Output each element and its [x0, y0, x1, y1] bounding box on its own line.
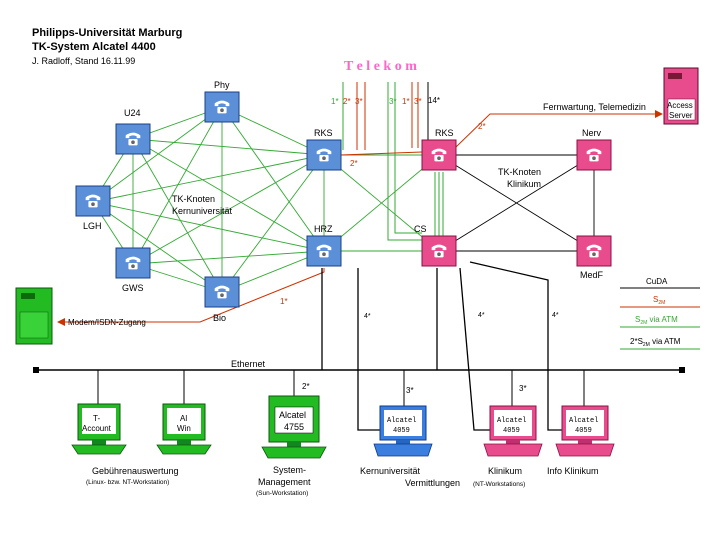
trunk-label: 2*: [343, 97, 351, 106]
node-rks-kern[interactable]: [306, 139, 342, 171]
node-lgh[interactable]: [75, 185, 111, 217]
server-label: Access: [667, 101, 693, 110]
ws-label: Win: [177, 424, 191, 433]
trunk-label: 1*: [331, 97, 339, 106]
cuda-links: [321, 261, 566, 431]
region-label: TK-Knoten: [498, 167, 541, 177]
legend-label: S2M via ATM: [635, 315, 678, 326]
ws-label: Al: [180, 414, 187, 423]
ws-label: Alcatel: [497, 417, 526, 425]
node-label: RKS: [435, 128, 454, 138]
node-label: GWS: [122, 283, 144, 293]
caption: System-: [273, 465, 306, 475]
access-server[interactable]: [663, 67, 699, 125]
region-label: Klinikum: [507, 179, 541, 189]
caption: Kernuniversität: [360, 466, 421, 476]
legend-label: 2*S2M via ATM: [630, 337, 681, 348]
ws-label: 4755: [284, 422, 304, 432]
count-label: 3*: [519, 384, 527, 393]
node-label: MedF: [580, 270, 604, 280]
node-label: HRZ: [314, 224, 333, 234]
caption: Info Klinikum: [547, 466, 599, 476]
operator-console-kernuni[interactable]: [373, 405, 433, 457]
remote-access-label: Fernwartung, Telemedizin: [543, 102, 646, 112]
node-cs[interactable]: [421, 235, 457, 267]
link-label: 2*: [478, 122, 486, 131]
author-date: J. Radloff, Stand 16.11.99: [32, 56, 135, 66]
s2m-links: [57, 110, 663, 326]
legend-label: S2M: [653, 295, 665, 306]
node-hrz[interactable]: [306, 235, 342, 267]
link-label: 2*: [350, 159, 358, 168]
node-rks-klinikum[interactable]: [421, 139, 457, 171]
caption: Klinikum: [488, 466, 522, 476]
operator-console-klinikum[interactable]: [483, 405, 543, 457]
node-medf[interactable]: [576, 235, 612, 267]
ws-label: 4059: [393, 427, 410, 435]
rks-cs-atm-links: [434, 172, 444, 236]
ethernet-drops: [97, 370, 585, 406]
operator-console-info-klinikum[interactable]: [555, 405, 615, 457]
title-line-1: Philipps-Universität Marburg: [32, 27, 182, 39]
trunk-label: 3*: [355, 97, 363, 106]
trunk-label: 3*: [414, 97, 422, 106]
node-label: Bio: [213, 313, 226, 323]
node-bio[interactable]: [204, 276, 240, 308]
ws-label: 4059: [575, 427, 592, 435]
node-nerv[interactable]: [576, 139, 612, 171]
workstation-t-account[interactable]: [71, 403, 127, 455]
ws-label: Alcatel: [569, 417, 598, 425]
workstation-system-management[interactable]: [261, 395, 327, 459]
link-label: 4*: [364, 313, 371, 320]
link-label: 4*: [478, 312, 485, 319]
telekom-trunks: [342, 82, 429, 241]
node-label: RKS: [314, 128, 333, 138]
modem-label: Modem/ISDN-Zugang: [68, 318, 146, 327]
trunk-label: 3*: [389, 97, 397, 106]
ethernet-terminator: [679, 367, 685, 373]
caption: Gebührenauswertung: [92, 466, 179, 476]
ws-label: T-: [93, 414, 100, 423]
ws-label: Account: [82, 424, 112, 433]
caption-sub: (Sun-Workstation): [256, 490, 308, 497]
caption: Vermittlungen: [405, 478, 460, 488]
workstation-al-win[interactable]: [156, 403, 212, 455]
node-phy[interactable]: [204, 91, 240, 123]
legend-label: CuDA: [646, 277, 668, 286]
modem-server[interactable]: [15, 287, 53, 345]
ethernet-label: Ethernet: [231, 359, 266, 369]
node-label: Nerv: [582, 128, 602, 138]
node-label: Phy: [214, 80, 230, 90]
trunk-label: 1*: [402, 97, 410, 106]
server-label: Server: [669, 111, 693, 120]
count-label: 2*: [302, 382, 310, 391]
region-label: TK-Knoten: [172, 194, 215, 204]
node-label: CS: [414, 224, 427, 234]
link-label: 1*: [280, 297, 288, 306]
ws-label: Alcatel: [279, 410, 306, 420]
region-label: Kernuniversität: [172, 206, 233, 216]
telekom-label: T e l e k o m: [344, 59, 417, 74]
count-label: 3*: [406, 386, 414, 395]
node-label: U24: [124, 108, 141, 118]
caption: Management: [258, 477, 311, 487]
node-gws[interactable]: [115, 247, 151, 279]
title-line-2: TK-System Alcatel 4400: [32, 41, 156, 53]
kern-mesh-links: [92, 106, 440, 293]
node-label: LGH: [83, 221, 102, 231]
ws-label: 4059: [503, 427, 520, 435]
trunk-label: 14*: [428, 96, 440, 105]
node-u24[interactable]: [115, 123, 151, 155]
caption-sub: (Linux- bzw. NT-Workstation): [86, 479, 169, 486]
link-label: 4*: [552, 312, 559, 319]
legend: CuDA S2M S2M via ATM 2*S2M via ATM: [620, 277, 700, 350]
klinikum-mesh-links: [438, 154, 595, 252]
ws-label: Alcatel: [387, 417, 416, 425]
caption-sub: (NT-Workstations): [473, 481, 525, 488]
ethernet-terminator: [33, 367, 39, 373]
